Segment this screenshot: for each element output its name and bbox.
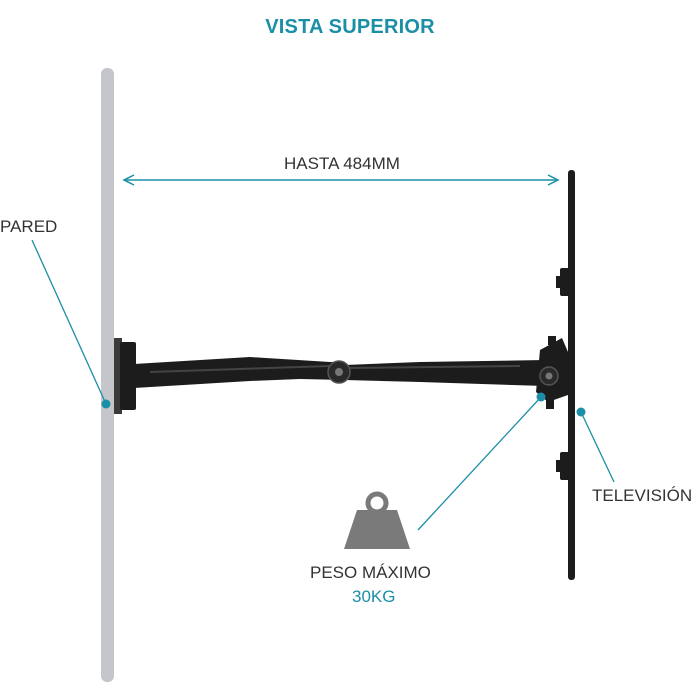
- distance-arrow: [122, 174, 560, 186]
- arm-joint: [327, 360, 351, 384]
- tv-label: TELEVISIÓN: [592, 486, 693, 505]
- wall-plate: [114, 338, 136, 414]
- tilt-joint: [536, 336, 568, 409]
- tv-pointer: [576, 407, 615, 483]
- weight-icon: [344, 491, 410, 549]
- tv-bracket: [556, 170, 575, 580]
- max-weight-value: 30KG: [352, 587, 396, 606]
- max-weight-pointer: [417, 392, 546, 531]
- distance-label: HASTA 484MM: [284, 154, 400, 173]
- diagram-title: VISTA SUPERIOR: [265, 16, 435, 38]
- wall-label: PARED: [0, 217, 58, 236]
- max-weight-label: PESO MÁXIMO: [310, 563, 431, 582]
- wall-pointer: [31, 239, 111, 409]
- wall: [101, 68, 114, 682]
